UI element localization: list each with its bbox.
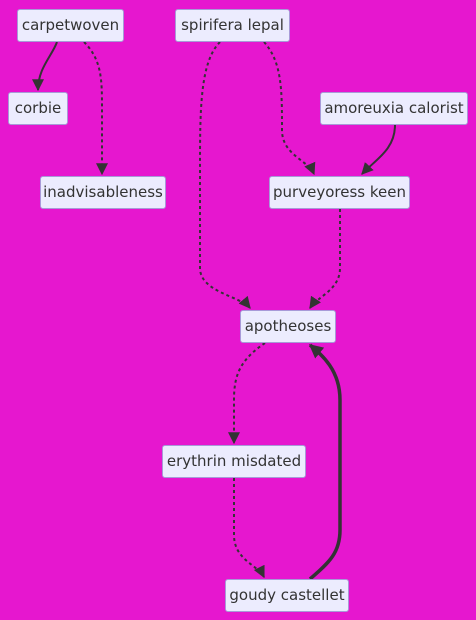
node-apotheoses: apotheoses — [240, 310, 336, 343]
edge-goudy-apotheoses — [308, 343, 342, 581]
node-purveyoress-keen: purveyoress keen — [269, 176, 410, 209]
edge-spirifera-apotheoses — [199, 41, 251, 309]
edge-erythrin-goudy — [233, 478, 265, 579]
node-goudy-castellet: goudy castellet — [225, 579, 349, 612]
edge-carpetwoven-corbie — [32, 41, 58, 92]
node-erythrin-misdated: erythrin misdated — [162, 445, 306, 478]
node-carpetwoven: carpetwoven — [17, 9, 124, 42]
edge-purveyoress-apotheoses — [309, 209, 341, 309]
node-corbie: corbie — [8, 92, 68, 125]
node-spirifera-lepal: spirifera lepal — [175, 9, 290, 42]
edge-carpetwoven-inadvisableness — [83, 41, 108, 176]
edge-amoreuxia-purveyoress — [361, 124, 396, 175]
edge-apotheoses-erythrin — [228, 342, 266, 445]
node-inadvisableness: inadvisableness — [40, 176, 166, 209]
edge-spirifera-purveyoress — [263, 41, 316, 176]
node-amoreuxia-calorist: amoreuxia calorist — [320, 92, 468, 125]
